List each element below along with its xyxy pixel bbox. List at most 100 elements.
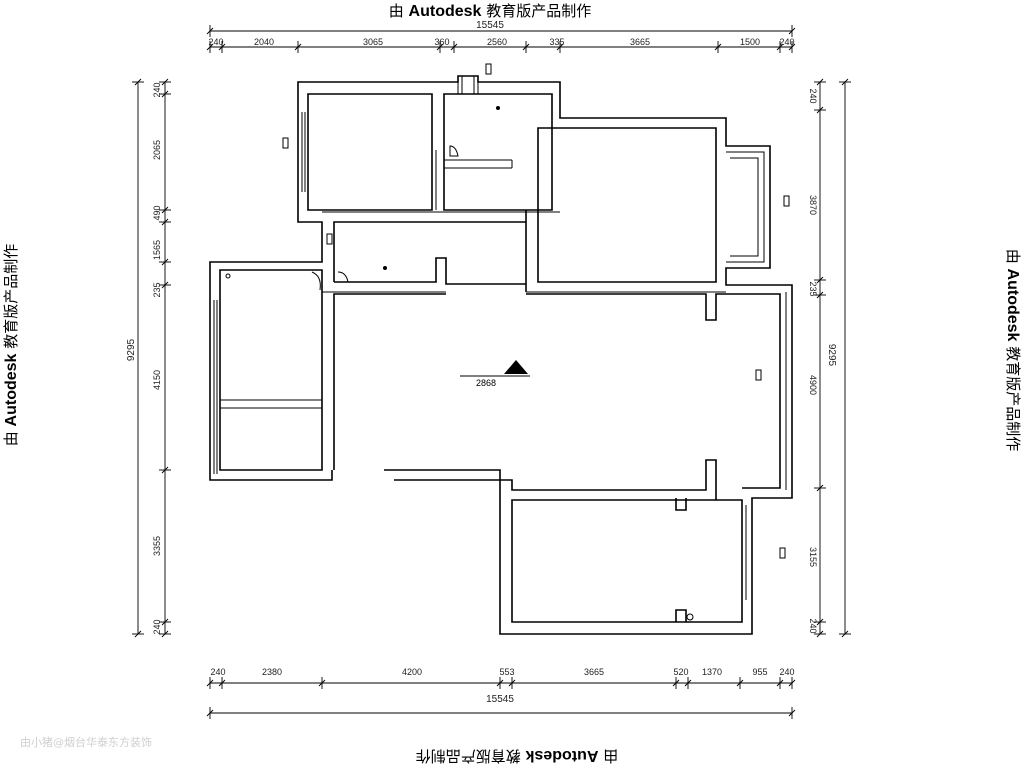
watermark-bottom: 由 Autodesk 教育版产品制作 xyxy=(416,747,619,765)
dim-bottom-label: 4200 xyxy=(402,667,422,677)
dimension-tick xyxy=(161,258,169,266)
dim-top-label: 240 xyxy=(208,37,223,47)
outlet-symbol xyxy=(779,547,786,559)
dimension-tick xyxy=(816,78,824,86)
dim-left-label: 235 xyxy=(152,282,162,297)
dimension-tick xyxy=(161,466,169,474)
level-mark: 2868 xyxy=(476,378,496,388)
dim-left-label: 3355 xyxy=(152,536,162,556)
level-triangle-icon xyxy=(504,360,528,374)
dimension-tick xyxy=(714,43,722,51)
dim-bottom-label: 520 xyxy=(673,667,688,677)
watermark-top: 由 Autodesk 教育版产品制作 xyxy=(389,2,592,20)
outlet-symbol xyxy=(485,63,492,75)
dimension-tick xyxy=(672,679,680,687)
wall-corridor-bottom xyxy=(334,257,526,285)
dim-bottom-total: 15545 xyxy=(486,694,514,705)
watermark-prefix: 由 xyxy=(389,2,404,20)
dimension-tick xyxy=(776,43,784,51)
dimension-tick xyxy=(684,679,692,687)
watermark-brand: Autodesk xyxy=(1004,269,1021,342)
dimension-tick xyxy=(161,630,169,638)
window-left-balcony xyxy=(213,300,218,474)
outlet-symbol xyxy=(282,137,289,149)
dim-right-label: 3155 xyxy=(808,547,818,567)
dimension-tick xyxy=(816,630,824,638)
dimension-tick xyxy=(161,206,169,214)
door-swing-bathroom xyxy=(449,145,459,157)
room-bedroom-top-right xyxy=(537,127,717,283)
dimension-tick xyxy=(788,27,796,35)
dim-right-label: 4900 xyxy=(808,375,818,395)
watermark-suffix: 教育版产品制作 xyxy=(2,244,20,349)
dimension-lines xyxy=(132,25,851,719)
room-corridor xyxy=(333,221,526,282)
dim-bottom-label: 240 xyxy=(210,667,225,677)
watermark-prefix: 由 xyxy=(1004,249,1022,264)
dim-bottom-label: 240 xyxy=(779,667,794,677)
dimension-tick xyxy=(556,43,564,51)
dim-left-label: 240 xyxy=(152,619,162,634)
drain-dot xyxy=(496,106,500,110)
watermark-left: 由 Autodesk 教育版产品制作 xyxy=(2,244,20,447)
dim-top-label: 240 xyxy=(779,37,794,47)
dimension-tick xyxy=(318,679,326,687)
bay-window xyxy=(726,151,765,263)
wall-living-bottom xyxy=(394,459,717,500)
watermark-prefix: 由 xyxy=(603,747,618,765)
dim-top-label: 2560 xyxy=(487,37,507,47)
credit-watermark: 由小猪@烟台华泰东方装饰 xyxy=(20,735,152,749)
dim-bottom-label: 553 xyxy=(499,667,514,677)
wall-stub-living xyxy=(675,498,687,511)
door-swing-left-room xyxy=(311,271,321,291)
left-room-divider xyxy=(220,399,322,409)
watermark-brand: Autodesk xyxy=(409,3,482,20)
dimension-tick xyxy=(161,218,169,226)
dimension-tick xyxy=(788,43,796,51)
room-bathroom xyxy=(443,93,553,211)
dim-bottom-labels: 240 2380 4200 553 3665 520 1370 955 240 xyxy=(210,667,794,677)
dim-top-label: 1500 xyxy=(740,37,760,47)
dimension-tick xyxy=(218,679,226,687)
dimension-tick xyxy=(206,27,214,35)
dimension-tick xyxy=(206,43,214,51)
dim-left-label: 240 xyxy=(152,82,162,97)
dim-left-label: 490 xyxy=(152,205,162,220)
watermark-suffix: 教育版产品制作 xyxy=(416,747,521,765)
outlet-symbol xyxy=(755,369,762,381)
dim-left-label: 4150 xyxy=(152,370,162,390)
dim-bottom-label: 3665 xyxy=(584,667,604,677)
dim-left-label: 2065 xyxy=(152,140,162,160)
dimension-tick xyxy=(736,679,744,687)
watermark-suffix: 教育版产品制作 xyxy=(1004,346,1022,451)
window-bedroom-top-left xyxy=(301,112,306,192)
dim-bottom-label: 1370 xyxy=(702,667,722,677)
room-left xyxy=(219,269,323,471)
dim-top-label: 3065 xyxy=(363,37,383,47)
dimension-tick xyxy=(161,281,169,289)
dim-top-label: 3665 xyxy=(630,37,650,47)
dim-right-labels: 240 3870 235 4900 3155 240 xyxy=(808,88,818,633)
dimension-tick xyxy=(816,484,824,492)
dimension-tick xyxy=(218,43,226,51)
dim-bottom-label: 955 xyxy=(752,667,767,677)
dimension-tick xyxy=(206,709,214,717)
dimension-tick xyxy=(816,106,824,114)
door-swing-corridor xyxy=(337,271,349,283)
dimension-tick xyxy=(841,630,849,638)
room-bottom xyxy=(511,499,743,623)
dim-right-label: 240 xyxy=(808,618,818,633)
symbol-circle xyxy=(225,273,231,279)
watermark-suffix: 教育版产品制作 xyxy=(486,2,591,20)
dimension-tick xyxy=(134,630,142,638)
room-bedroom-top-left xyxy=(307,93,433,211)
watermark-prefix: 由 xyxy=(2,431,20,446)
dim-left-label: 1565 xyxy=(152,240,162,260)
dim-top-label: 2040 xyxy=(254,37,274,47)
dim-bottom-label: 2380 xyxy=(262,667,282,677)
dimension-tick xyxy=(161,78,169,86)
dimension-tick xyxy=(450,43,458,51)
dimension-tick xyxy=(161,618,169,626)
dimension-tick xyxy=(436,43,444,51)
